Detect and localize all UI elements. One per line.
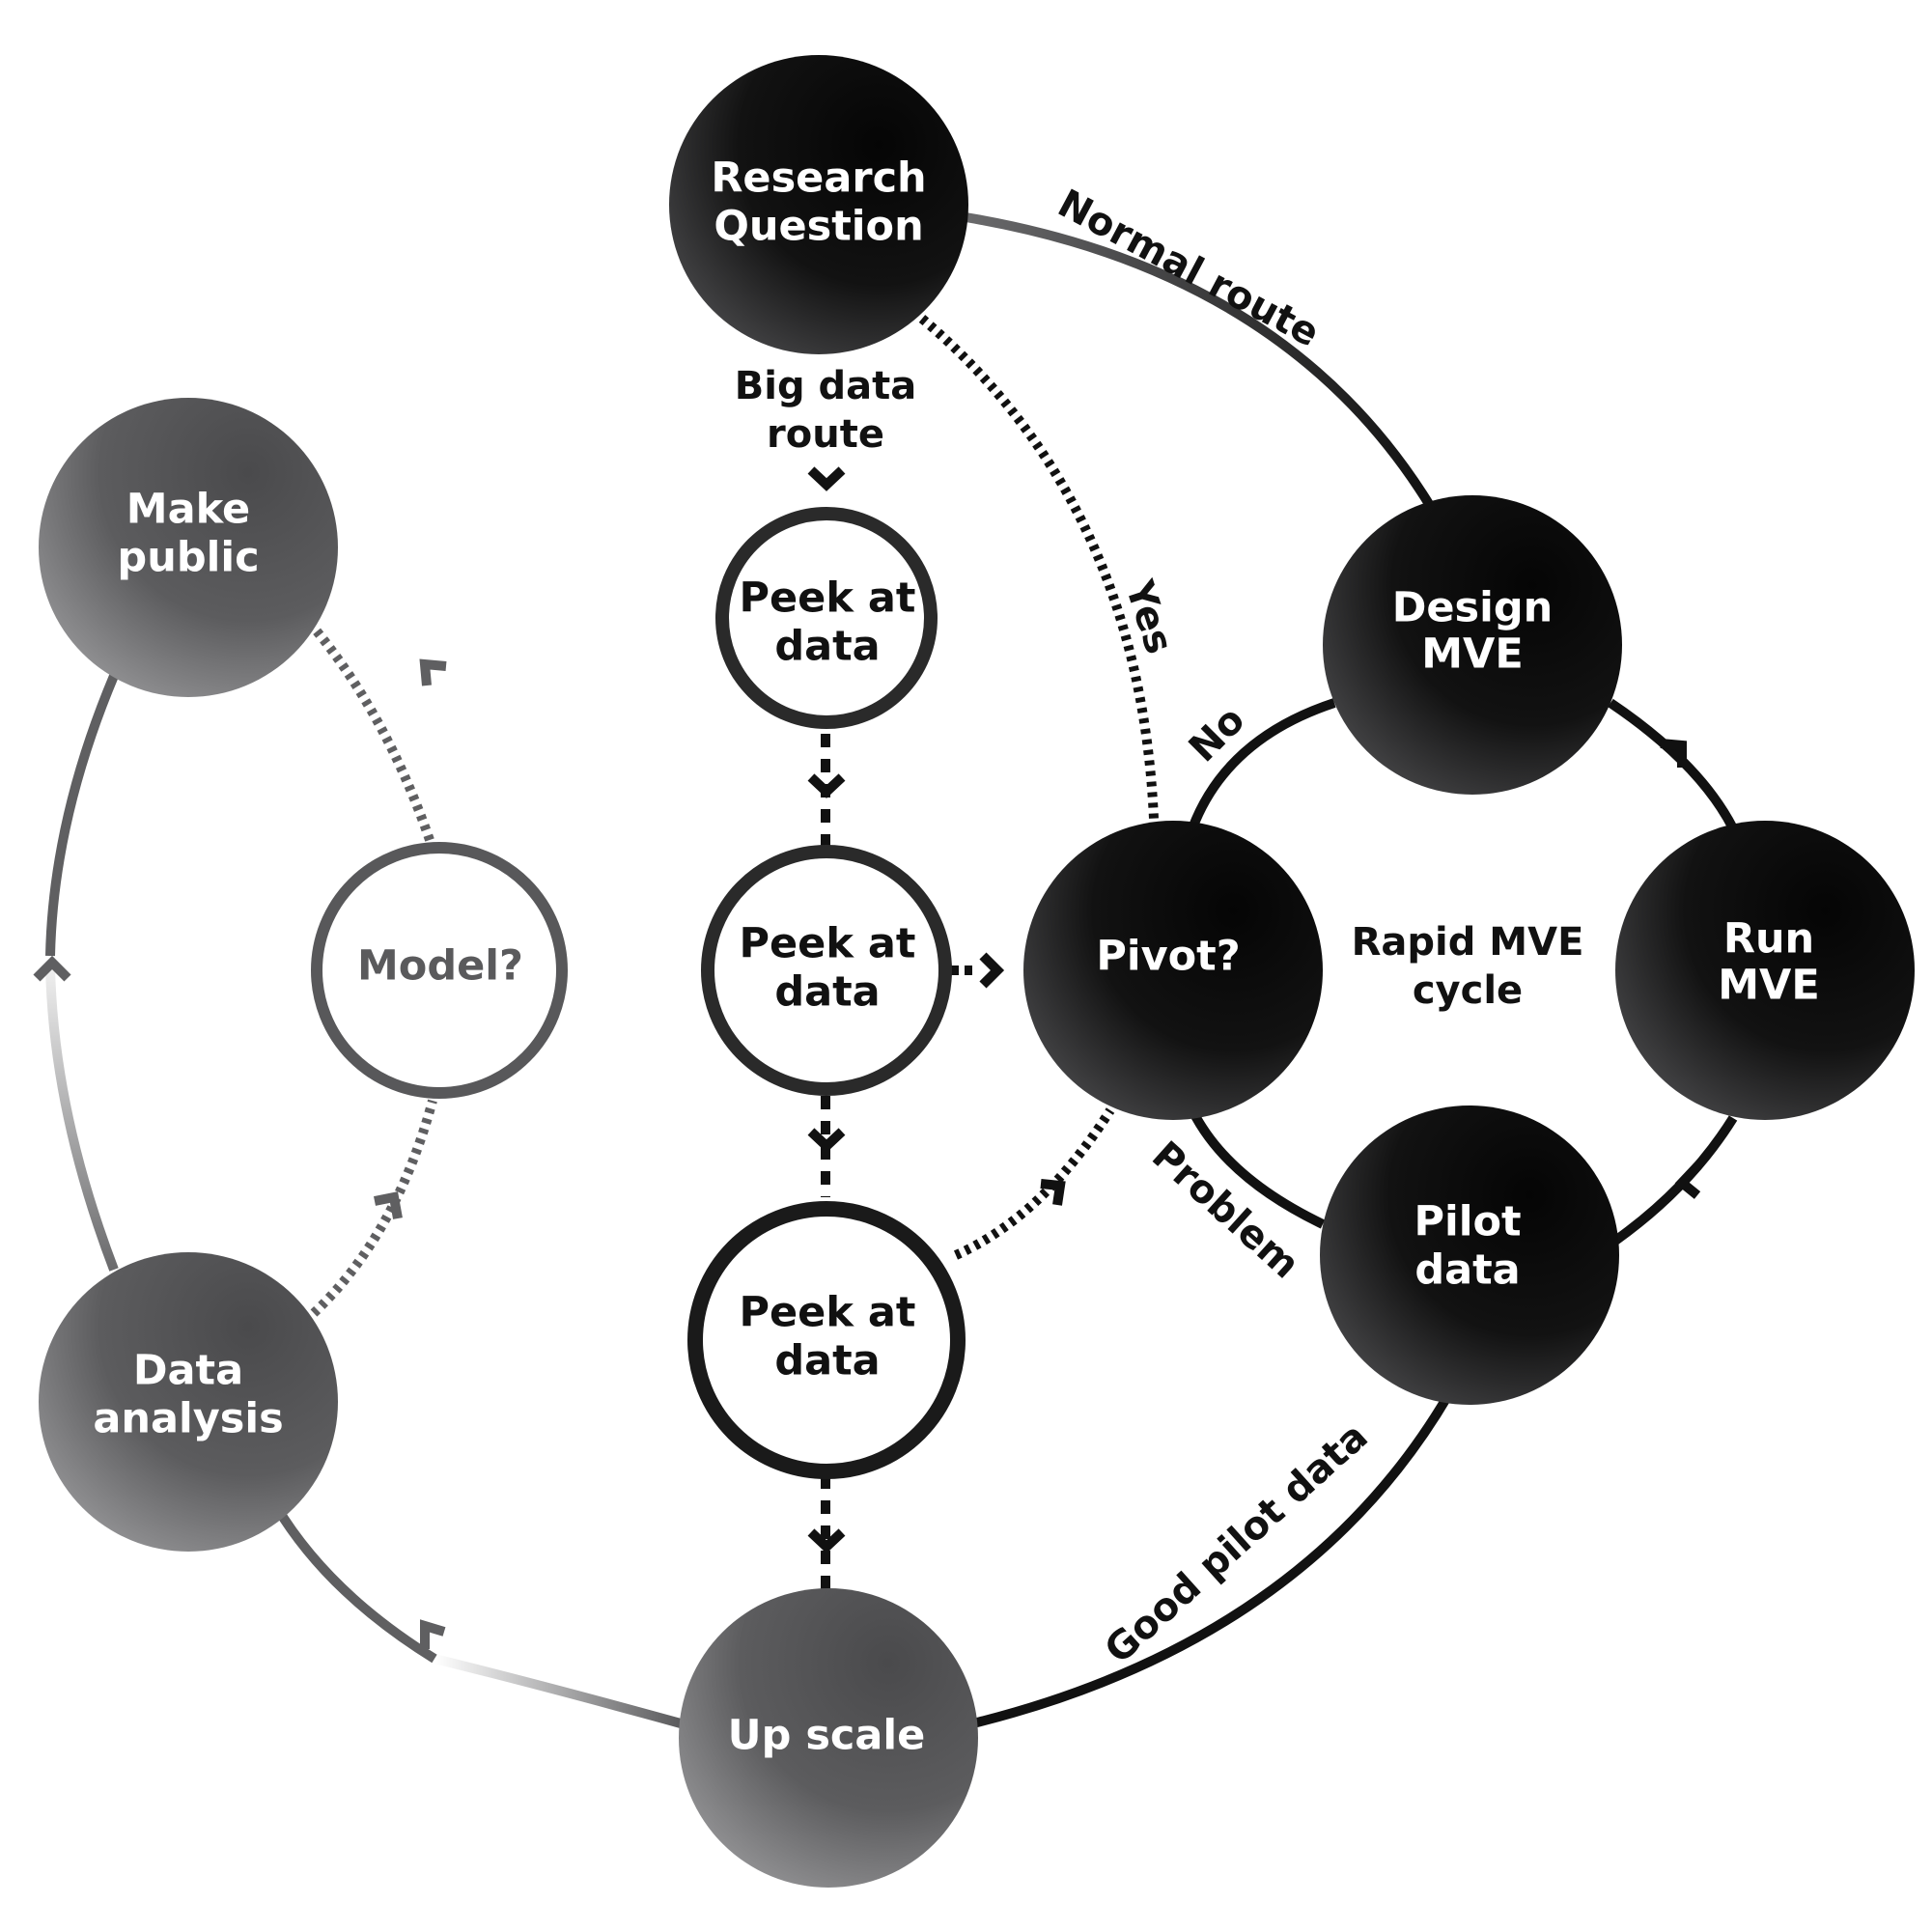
design-mve-label-2: MVE [1421, 630, 1523, 679]
peek-1-label-2: data [774, 623, 880, 671]
run-mve-label-1: Run [1723, 915, 1814, 964]
good-pilot-data-line [971, 1392, 1453, 1728]
pivot-label: Pivot? [1096, 933, 1240, 981]
node-make-public: Make public [39, 398, 338, 697]
analysis-to-public-line [45, 965, 119, 1272]
pilot-data-circle [1320, 1105, 1619, 1405]
node-peek-2: Peek at data [701, 845, 952, 1096]
normal-route-label: Normal route [1050, 182, 1327, 356]
analysis-to-public-line-top [45, 674, 119, 957]
chevron-up-icon [1040, 1179, 1066, 1206]
make-public-label-2: public [117, 534, 259, 582]
up-scale-circle [679, 1588, 978, 1888]
design-mve-label-1: Design [1392, 584, 1554, 632]
big-data-route-label-2: route [767, 412, 884, 457]
peek-3-label-1: Peek at [740, 1289, 916, 1337]
up-scale-label: Up scale [728, 1712, 926, 1760]
node-design-mve: Design MVE [1323, 495, 1622, 795]
chevron-left-icon [1674, 1162, 1701, 1199]
yes-dotted-line [918, 315, 1159, 820]
peek-1-circle [715, 507, 938, 729]
chevron-down-icon [807, 1528, 846, 1553]
cycle-design-to-run [1608, 698, 1738, 831]
peek-2-circle [701, 845, 952, 1096]
design-mve-circle [1323, 495, 1622, 795]
rapid-mve-cycle-label-1: Rapid MVE [1352, 920, 1584, 965]
model-circle [311, 842, 568, 1099]
chevron-right-icon [979, 952, 1005, 989]
pilot-data-label-2: data [1414, 1246, 1520, 1295]
pilot-data-label-1: Pilot [1414, 1198, 1521, 1246]
peek-2-label-1: Peek at [740, 920, 916, 968]
pivot-circle [1023, 821, 1323, 1120]
node-peek-1: Peek at data [715, 507, 938, 729]
research-question-label-2: Question [714, 203, 923, 251]
peek3-to-pivot-line [953, 1107, 1115, 1260]
node-peek-3: Peek at data [687, 1201, 966, 1479]
chevron-right-icon [1660, 739, 1687, 768]
cycle-pilot-to-pivot [1188, 1107, 1326, 1229]
research-question-circle [669, 55, 968, 354]
node-model: Model? [311, 842, 568, 1099]
normal-route-line [965, 212, 1434, 507]
chevron-up-icon [33, 955, 71, 982]
analysis-to-model-line [310, 1099, 437, 1317]
data-analysis-circle [39, 1252, 338, 1552]
node-research-question: Research Question [669, 55, 968, 354]
node-run-mve: Run MVE [1615, 821, 1915, 1120]
chevron-up-icon [374, 1191, 403, 1219]
cycle-run-to-pilot [1612, 1115, 1738, 1245]
run-mve-circle [1615, 821, 1915, 1120]
node-data-analysis: Data analysis [39, 1252, 338, 1552]
peek-3-circle [687, 1201, 966, 1479]
chevron-down-icon [807, 466, 846, 491]
make-public-label-1: Make [126, 486, 250, 534]
upscale-to-analysis-line [433, 1654, 683, 1728]
run-mve-label-2: MVE [1718, 962, 1819, 1010]
data-analysis-label-1: Data [133, 1347, 243, 1395]
chevron-up-icon [419, 658, 447, 686]
research-question-label-1: Research [711, 154, 926, 203]
chevron-down-icon [807, 773, 846, 798]
rapid-mve-cycle-label-2: cycle [1413, 968, 1523, 1013]
node-pivot: Pivot? [1023, 821, 1323, 1120]
big-data-route-label-1: Big data [735, 364, 917, 408]
upscale-to-analysis-line-grey [271, 1503, 437, 1664]
make-public-circle [39, 398, 338, 697]
model-to-public-line [310, 624, 434, 842]
node-up-scale: Up scale [679, 1588, 978, 1888]
data-analysis-label-2: analysis [93, 1395, 283, 1443]
peek-3-label-2: data [774, 1337, 880, 1385]
chevron-left-icon [420, 1619, 446, 1649]
model-label: Model? [357, 942, 523, 991]
peek-2-label-2: data [774, 968, 880, 1017]
node-pilot-data: Pilot data [1320, 1105, 1619, 1405]
arrow-heads [33, 466, 1701, 1649]
peek-1-label-1: Peek at [740, 574, 916, 623]
chevron-down-icon [807, 1128, 846, 1153]
cycle-pivot-to-design [1188, 698, 1336, 830]
